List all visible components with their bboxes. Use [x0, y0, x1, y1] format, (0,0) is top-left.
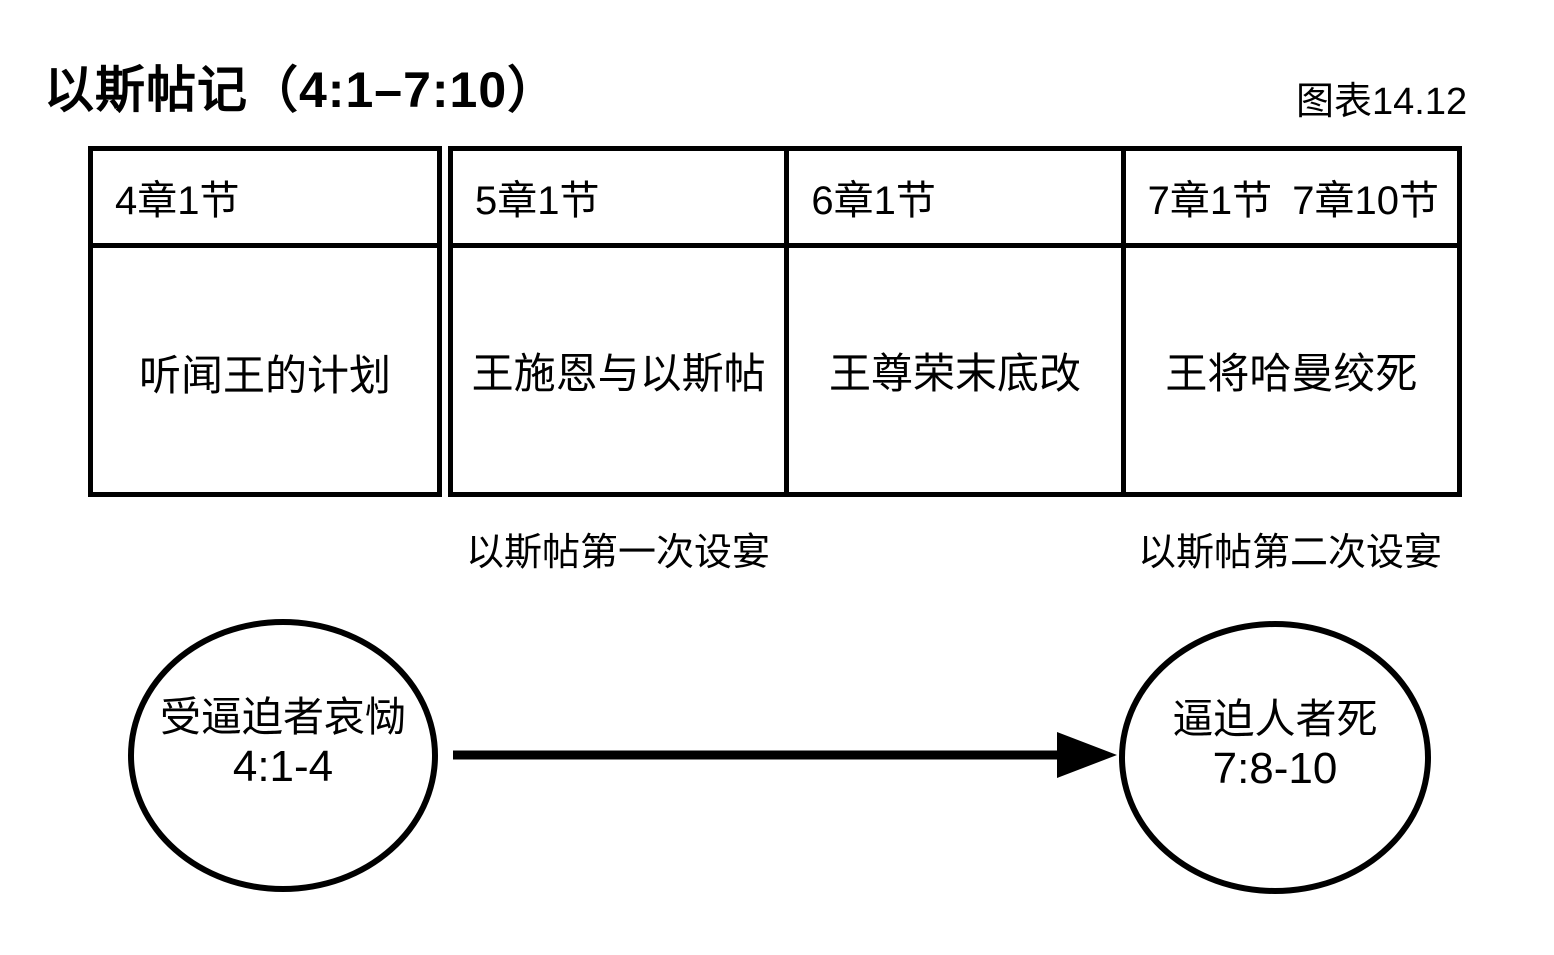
- node-title: 逼迫人者死: [1172, 695, 1378, 742]
- mourning-node: 受逼迫者哀恸 4:1-4: [128, 619, 438, 892]
- table-section-ch5-7: 5章1节 王施恩与以斯帖 6章1节 王尊荣末底改 7章1节 7章10节 王将哈曼…: [448, 146, 1462, 497]
- column-header: 7章1节 7章10节: [1125, 151, 1457, 248]
- page-title: 以斯帖记（4:1–7:10）: [44, 62, 559, 118]
- table-column-ch7: 7章1节 7章10节 王将哈曼绞死: [1120, 151, 1457, 492]
- arrow-head-icon: [1057, 732, 1117, 778]
- second-banquet-label: 以斯帖第二次设宴: [1137, 532, 1442, 574]
- column-body: 王尊荣末底改: [828, 351, 1081, 398]
- node-reference: 7:8-10: [1212, 743, 1338, 793]
- death-node: 逼迫人者死 7:8-10: [1119, 621, 1431, 894]
- table-column-ch5: 5章1节 王施恩与以斯帖: [453, 151, 785, 492]
- column-header: 6章1节: [789, 151, 1121, 248]
- figure-number: 图表14.12: [1296, 81, 1468, 123]
- node-title: 受逼迫者哀恸: [160, 693, 406, 740]
- node-reference: 4:1-4: [232, 741, 334, 791]
- column-header: 4章1节: [93, 151, 437, 248]
- column-body: 听闻王的计划: [138, 354, 391, 400]
- column-header-end: 7章10节: [1292, 179, 1439, 223]
- arrow: [453, 732, 1117, 778]
- table-column-ch4: 4章1节 听闻王的计划: [93, 151, 437, 497]
- column-header: 5章1节: [453, 151, 785, 248]
- table-column-ch6: 6章1节 王尊荣末底改: [784, 151, 1121, 492]
- column-body: 王施恩与以斯帖: [471, 351, 766, 398]
- column-body: 王将哈曼绞死: [1165, 351, 1418, 398]
- table-section-ch4: 4章1节 听闻王的计划: [88, 146, 442, 497]
- first-banquet-label: 以斯帖第一次设宴: [465, 532, 770, 574]
- column-header-start: 7章1节: [1147, 179, 1273, 223]
